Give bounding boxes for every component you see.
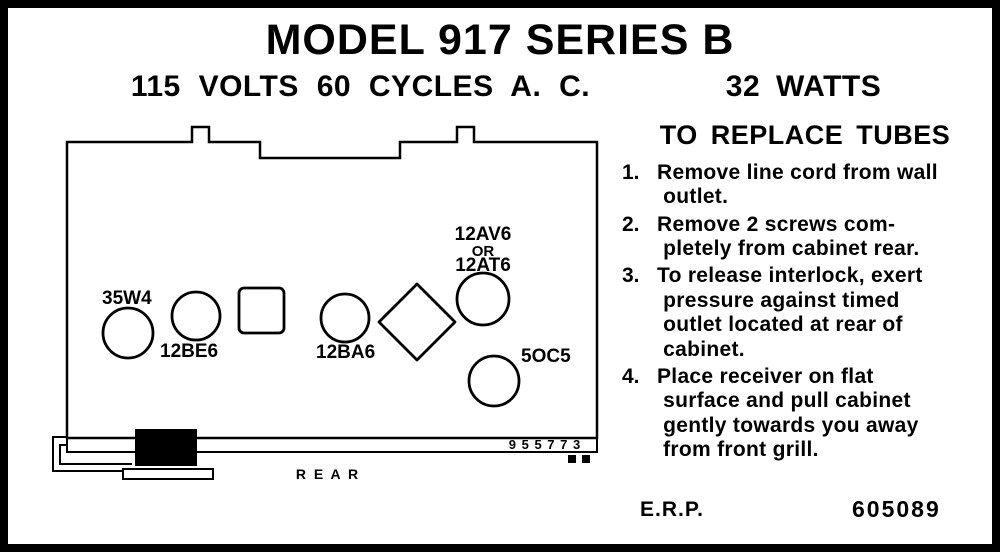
instruction-item-2: 2. Remove 2 screws com- pletely from cab… <box>622 213 988 262</box>
tube-12be6 <box>170 290 222 342</box>
label-35w4: 35W4 <box>102 288 152 309</box>
instruction-text: Remove 2 screws com- pletely from cabine… <box>657 212 920 261</box>
instruction-text: To release interlock, exert pressure aga… <box>657 264 923 361</box>
instruction-item-4: 4. Place receiver on flat surface and pu… <box>622 365 988 462</box>
mount-square-2 <box>582 455 590 463</box>
instruction-number: 3. <box>622 264 640 288</box>
serial-number: 9 5 5 7 7 3 <box>509 437 581 452</box>
instructions-heading: TO REPLACE TUBES <box>659 120 951 150</box>
instruction-text: Remove line cord from wall outlet. <box>657 161 938 209</box>
instructions-panel: TO REPLACE TUBES 1. Remove line cord fro… <box>622 120 988 465</box>
ratings-row: 115 VOLTS 60 CYCLES A. C. 32 WATTS <box>8 70 992 112</box>
component-diamond <box>377 282 457 362</box>
mount-square-1 <box>568 455 576 463</box>
component-square <box>237 286 286 335</box>
transformer-block <box>135 429 197 466</box>
instruction-text: Place receiver on flat surface and pull … <box>657 364 919 461</box>
tube-5oc5 <box>467 354 521 408</box>
label-12av6: 12AV6 <box>455 224 512 245</box>
instruction-number: 2. <box>622 212 640 236</box>
instruction-item-3: 3. To release interlock, exert pressure … <box>622 264 988 361</box>
tube-12ba6 <box>319 292 371 344</box>
label-12at6: 12AT6 <box>455 255 511 276</box>
voltage-rating: 115 VOLTS 60 CYCLES A. C. <box>130 70 591 103</box>
rear-label: R E A R <box>296 466 360 482</box>
wattage-rating: 32 WATTS <box>725 70 882 103</box>
label-5oc5: 5OC5 <box>521 346 571 367</box>
label-12be6: 12BE6 <box>160 341 218 362</box>
tube-12av6-12at6 <box>455 271 511 327</box>
mounting-clip-inner <box>59 444 132 465</box>
instruction-number: 4. <box>622 364 640 388</box>
transformer-base-plate <box>122 468 214 480</box>
chassis-outline <box>65 125 599 440</box>
label-or: OR <box>472 243 495 260</box>
part-number: 605089 <box>852 496 941 522</box>
model-title: MODEL 917 SERIES B <box>265 16 735 64</box>
instruction-item-1: 1. Remove line cord from wall outlet. <box>622 161 988 210</box>
manufacturer-initials: E.R.P. <box>640 498 704 521</box>
mounting-clip-outer <box>52 436 132 472</box>
chassis-diagram: 35W4 12BE6 12BA6 12AV6 OR 12AT6 5OC5 9 5… <box>52 125 599 482</box>
label-12ba6: 12BA6 <box>316 342 375 363</box>
instruction-number: 1. <box>622 161 640 184</box>
tube-35w4 <box>101 306 155 360</box>
